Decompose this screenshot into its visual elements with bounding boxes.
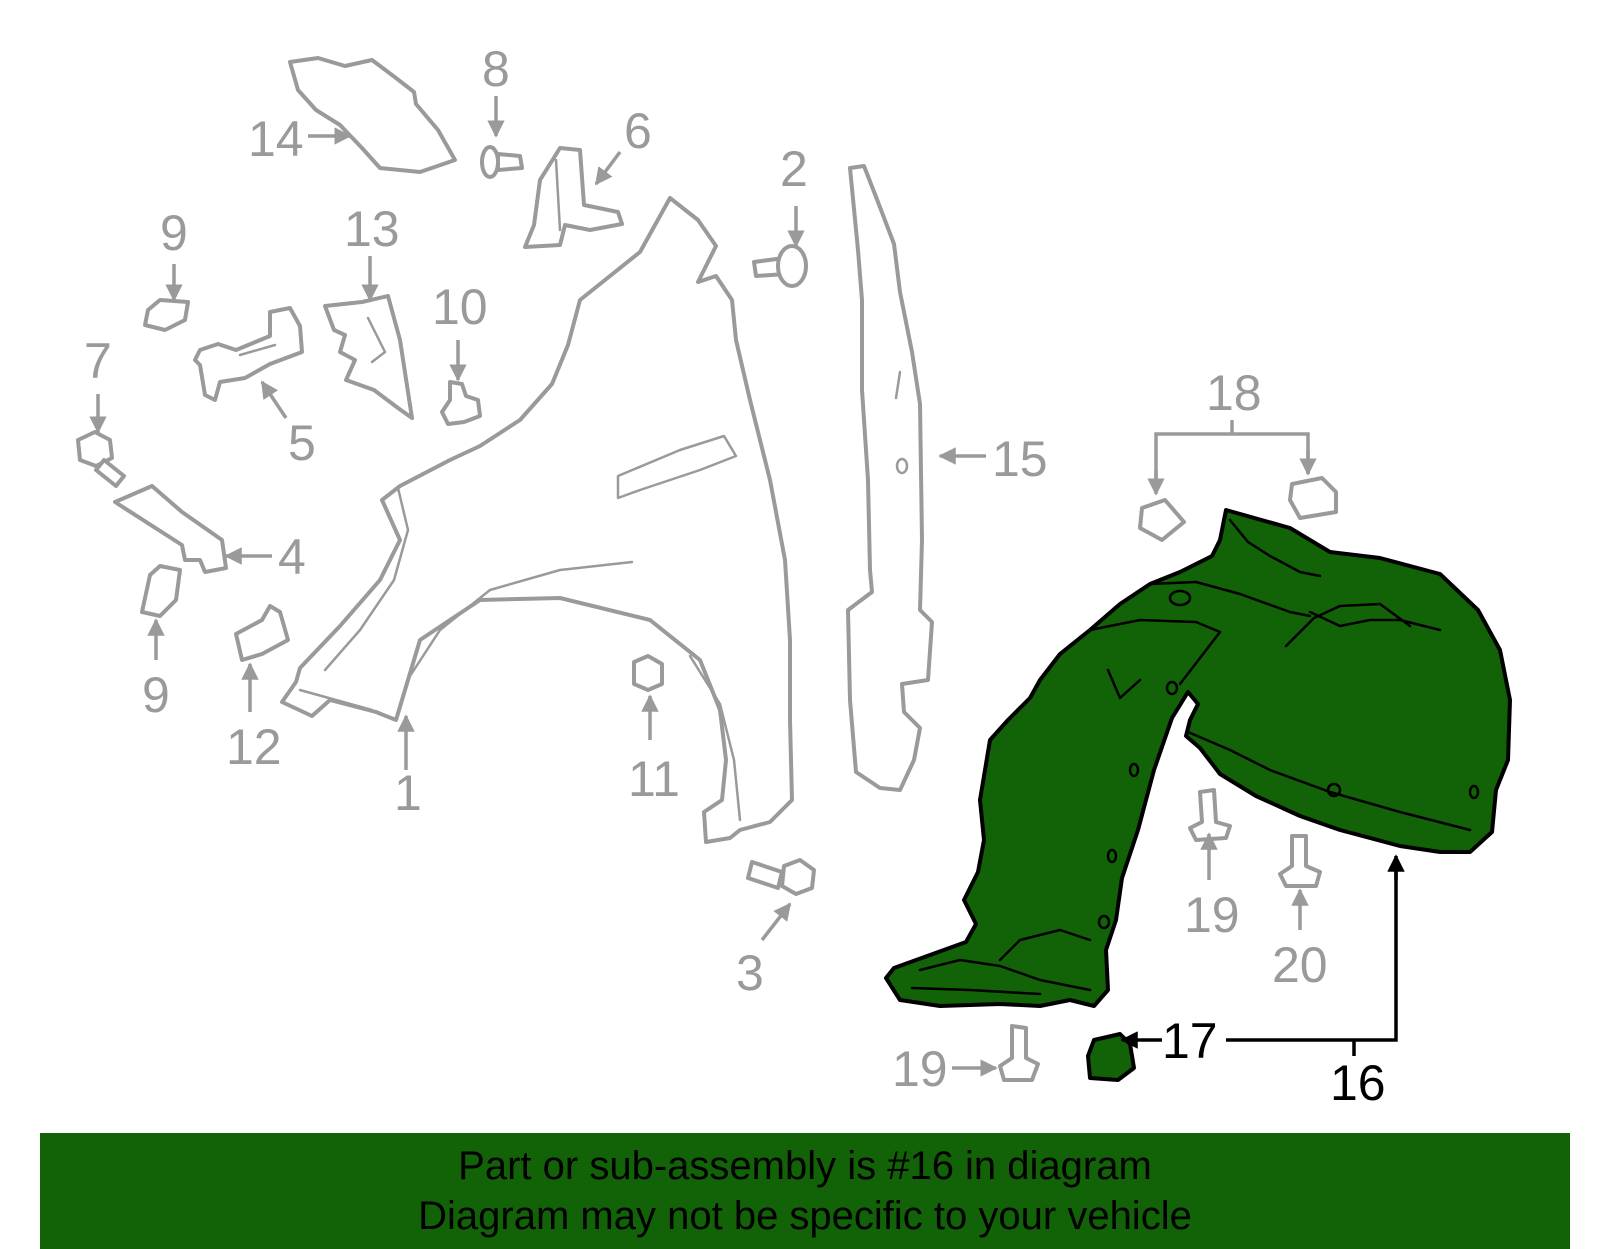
callout-6: 6 <box>624 103 652 159</box>
part-9-clip-bottom[interactable] <box>140 564 182 618</box>
callout-5: 5 <box>288 415 316 471</box>
callout-13: 13 <box>344 201 400 257</box>
callout-1: 1 <box>394 765 422 821</box>
part-11-nut[interactable] <box>632 654 664 692</box>
callout-15: 15 <box>992 431 1048 487</box>
callout-9-bottom: 9 <box>142 667 170 723</box>
part-18-clip-right[interactable] <box>1288 476 1338 520</box>
part-1-fender[interactable] <box>280 196 794 844</box>
leader-lines-highlight <box>1120 854 1405 1056</box>
callout-14: 14 <box>248 111 304 167</box>
part-19-clip-a[interactable] <box>1188 788 1232 842</box>
part-9-clip-top[interactable] <box>143 298 190 332</box>
callout-4: 4 <box>278 529 306 585</box>
callout-16: 16 <box>1330 1055 1386 1111</box>
banner-line-disclaimer: Diagram may not be specific to your vehi… <box>418 1194 1192 1238</box>
info-banner: Part or sub-assembly is #16 in diagram D… <box>40 1133 1570 1249</box>
callout-17: 17 <box>1162 1013 1218 1069</box>
part-10-clip[interactable] <box>440 380 482 426</box>
callouts: 8 6 14 2 9 13 10 7 5 18 15 4 9 12 1 11 1… <box>84 41 1386 1111</box>
part-19-clip-b[interactable] <box>998 1024 1040 1082</box>
callout-12: 12 <box>226 719 282 775</box>
leader-lines <box>89 96 1317 1077</box>
callout-11: 11 <box>628 751 680 807</box>
callout-9-top: 9 <box>160 205 188 261</box>
callout-8: 8 <box>482 41 510 97</box>
callout-2: 2 <box>780 141 808 197</box>
part-3-bolt[interactable] <box>746 858 816 896</box>
part-13-bracket[interactable] <box>323 294 414 420</box>
callout-19-a: 19 <box>1184 887 1240 943</box>
callout-7: 7 <box>84 333 112 389</box>
part-16-fender-liner[interactable] <box>884 508 1512 1008</box>
part-14-insulator[interactable] <box>288 56 457 174</box>
part-2-bolt[interactable] <box>752 244 808 288</box>
part-8-bolt[interactable] <box>480 145 524 179</box>
callout-10: 10 <box>432 279 488 335</box>
banner-line-part: Part or sub-assembly is #16 in diagram <box>458 1144 1152 1188</box>
callout-20: 20 <box>1272 937 1328 993</box>
callout-19-b: 19 <box>892 1041 948 1097</box>
callout-3: 3 <box>736 945 764 1001</box>
part-15-seal[interactable] <box>846 164 934 792</box>
part-18-clip-left[interactable] <box>1138 498 1186 542</box>
callout-18: 18 <box>1206 365 1262 421</box>
part-7-bolt[interactable] <box>76 430 126 488</box>
part-6-bracket[interactable] <box>523 146 624 249</box>
part-20-clip[interactable] <box>1278 834 1322 888</box>
part-5-bracket[interactable] <box>193 306 304 402</box>
part-4-bracket[interactable] <box>113 484 228 574</box>
part-12-bracket[interactable] <box>234 604 290 662</box>
